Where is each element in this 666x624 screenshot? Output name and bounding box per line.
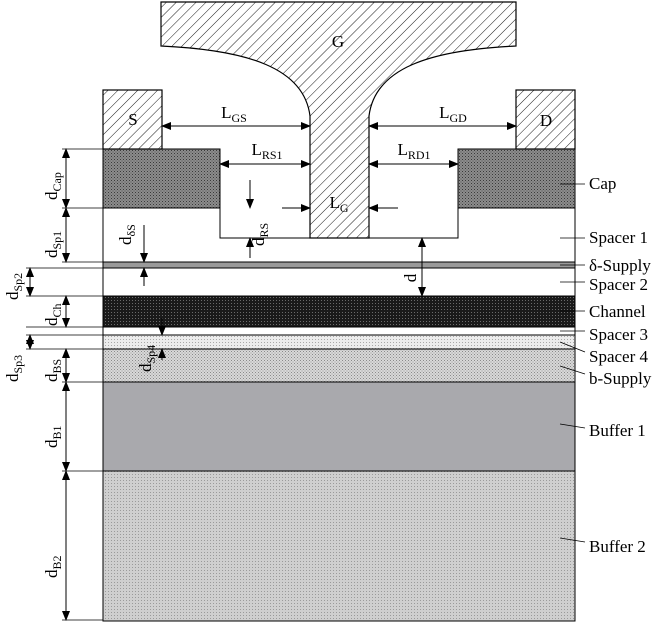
layer-label-b-supply: b-Supply: [589, 369, 652, 388]
layer-channel: [102, 295, 576, 328]
dim-label-dsp4: dSp4: [136, 345, 158, 372]
layer-label-channel: Channel: [589, 302, 646, 321]
layer-label-buffer2: Buffer 2: [589, 537, 646, 556]
layer-delta-supply: [102, 261, 576, 269]
layer-buffer2: [102, 470, 576, 622]
layer-label-cap: Cap: [589, 174, 616, 193]
dim-label-dsp3: dSp3: [3, 355, 25, 382]
dim-label-ddeltas: dδS: [116, 224, 138, 245]
dim-label-d: d: [401, 273, 420, 282]
dim-label-lrd1: LRD1: [397, 140, 430, 162]
layer-label-spacer2: Spacer 2: [589, 275, 648, 294]
source-label: S: [128, 110, 137, 129]
dim-label-dbs: dBS: [42, 359, 64, 382]
dim-label-dch: dCh: [42, 303, 64, 326]
dim-label-dcap: dCap: [42, 172, 64, 200]
layer-spacer2: [102, 267, 576, 297]
dim-label-drs: dRS: [249, 223, 271, 246]
layer-buffer1: [102, 381, 576, 472]
drain-label: D: [540, 111, 552, 130]
gate-electrode: [160, 1, 517, 239]
dim-label-lrs1: LRS1: [251, 140, 282, 162]
dim-label-dsp2: dSp2: [3, 273, 25, 300]
dim-label-lgd: LGD: [439, 103, 467, 125]
dim-label-db1: dB1: [42, 425, 64, 448]
layer-label-delta-supply: δ-Supply: [589, 256, 651, 275]
dim-label-lgs: LGS: [221, 103, 247, 125]
layer-b-supply: [102, 348, 576, 383]
layer-cap-left: [102, 148, 221, 209]
layer-label-spacer1: Spacer 1: [589, 228, 648, 247]
dim-label-db2: dB2: [42, 555, 64, 578]
layer-label-buffer1: Buffer 1: [589, 421, 646, 440]
dim-label-dsp1: dSp1: [42, 231, 64, 258]
layer-spacer3: [102, 326, 576, 336]
layer-spacer4: [102, 334, 576, 350]
source-contact: [102, 89, 163, 150]
dim-label-lg: LG: [329, 193, 348, 215]
gate-label: G: [332, 32, 344, 51]
drain-contact: [515, 89, 576, 150]
layer-label-spacer3: Spacer 3: [589, 325, 648, 344]
layer-label-spacer4: Spacer 4: [589, 347, 649, 366]
layer-cap-right: [457, 148, 576, 209]
